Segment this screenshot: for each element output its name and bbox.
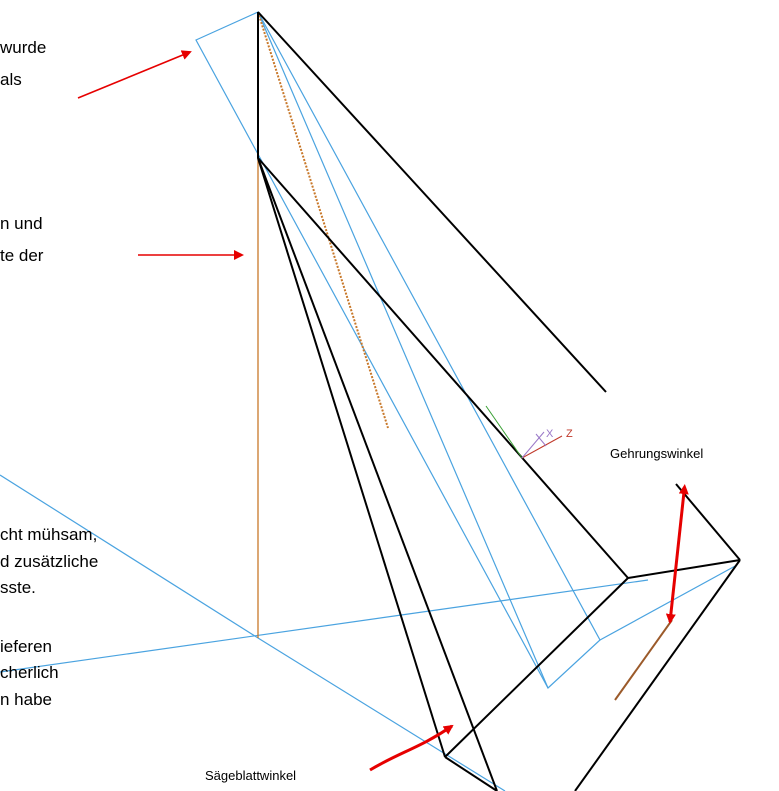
wireframe-edges [257, 11, 741, 791]
blade-angle-label: Sägeblattwinkel [205, 768, 297, 783]
text-fragment-4-line-2: cherlich [0, 663, 59, 682]
ground-axis-left [0, 474, 259, 639]
text-fragment-3-line-2: d zusätzliche [0, 552, 99, 571]
miter-angle-label: Gehrungswinkel [610, 446, 704, 461]
text-fragment-4-line-1: ieferen [0, 637, 52, 656]
ground-axis-down [257, 637, 506, 791]
axis-x-label: X [546, 428, 554, 440]
text-fragment-1-line-2: als [0, 70, 22, 89]
coordinate-axes-icon [485, 405, 563, 459]
sloped-construction-line [257, 11, 389, 429]
text-fragment-3-line-1: cht mühsam, [0, 525, 98, 544]
arrow-to-plane [77, 50, 192, 99]
text-fragment-1-line-1: wurde [0, 38, 47, 57]
plane-lower-edge [599, 564, 738, 641]
text-fragment-2-line-2: te der [0, 246, 44, 265]
text-fragment-4-line-3: n habe [0, 690, 52, 709]
cutting-plane [195, 11, 601, 689]
bottom-edge-brown [614, 619, 673, 701]
ground-axis-right [0, 579, 649, 673]
annotation-arrows [77, 50, 689, 772]
text-fragment-2-line-1: n und [0, 214, 43, 233]
blade-angle-arrow [369, 724, 454, 772]
miter-angle-arrow [665, 484, 689, 624]
text-fragment-3-line-3: sste. [0, 578, 36, 597]
plane-diagonal [257, 11, 549, 689]
axis-z-label: Z [566, 428, 573, 440]
